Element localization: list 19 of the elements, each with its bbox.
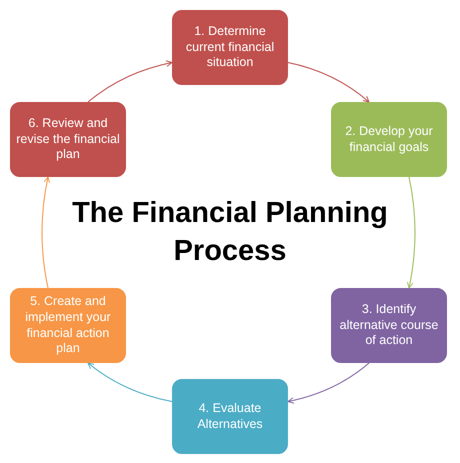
step-box xyxy=(172,10,288,85)
step-box xyxy=(10,102,126,177)
curved-arrow xyxy=(288,62,370,102)
step-text: 4. Evaluate Alternatives xyxy=(196,400,264,432)
step-box xyxy=(331,102,447,177)
curved-arrow xyxy=(42,176,50,288)
curved-arrow xyxy=(288,362,370,404)
step-text: 1. Determine current financial situation xyxy=(184,24,276,71)
step-text: 6. Review and revise the financial plan xyxy=(15,116,121,163)
diagram-title: The Financial Planning Process xyxy=(71,196,389,269)
step-text: 3. Identify alternative course of action xyxy=(338,302,440,349)
curved-arrow xyxy=(88,362,172,402)
step-box xyxy=(10,288,126,363)
step-text: 5. Create and implement your financial action plan xyxy=(24,294,112,357)
curved-arrow xyxy=(88,60,172,102)
curved-arrow xyxy=(406,176,416,288)
step-text: 2. Develop your financial goals xyxy=(344,124,434,156)
step-box xyxy=(331,288,447,363)
step-box xyxy=(172,379,288,454)
